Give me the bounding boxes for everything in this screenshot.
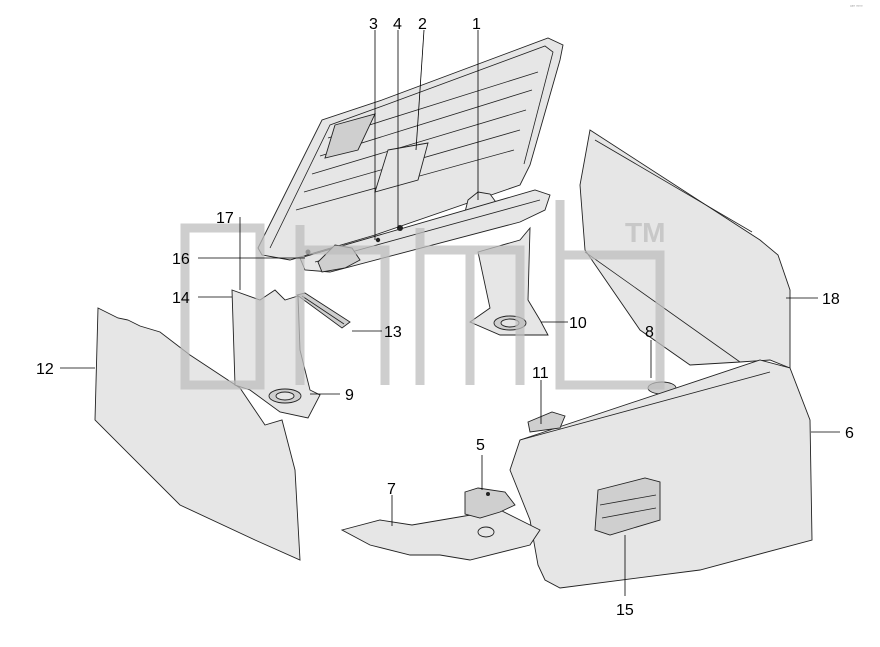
callout-16: 16 [172,251,190,268]
callout-9: 9 [345,387,354,404]
part-15-vent [594,477,661,536]
callout-8: 8 [645,324,654,341]
callout-4: 4 [393,16,402,33]
callout-13: 13 [384,324,402,341]
part-2-latch-cover [374,142,429,193]
callout-11: 11 [532,365,549,382]
part-12-side-panel [94,307,301,561]
callout-2: 2 [418,16,427,33]
trademark-mark: TM [625,217,665,248]
callout-6: 6 [845,425,854,442]
callout-14: 14 [172,290,190,307]
callout-17: 17 [216,210,234,227]
corner-mark: ⁴⁴⁸ ⁰⁰⁰⁰ [850,4,863,9]
callout-10: 10 [569,315,587,332]
part-18-right-panel [579,129,791,395]
callout-12: 12 [36,361,54,378]
part-1-tailgate-panel [257,37,564,261]
callout-18: 18 [822,291,840,308]
part-6-lower-panel [509,359,813,589]
leader-lines [60,29,840,596]
callout-1: 1 [472,16,481,33]
part-11-clip [527,411,566,433]
callout-15: 15 [616,602,634,619]
callout-3: 3 [369,16,378,33]
part-5-bracket [464,487,516,519]
part-7-floor-bracket [340,487,541,561]
callout-5: 5 [476,437,485,454]
callout-labels: 1 2 3 4 5 6 7 8 9 10 11 12 13 14 15 16 1… [36,16,854,619]
part-10-right-bracket [469,226,549,336]
callout-7: 7 [387,481,396,498]
part-13-strip [295,292,351,329]
watermark-logo: TM [180,200,665,390]
